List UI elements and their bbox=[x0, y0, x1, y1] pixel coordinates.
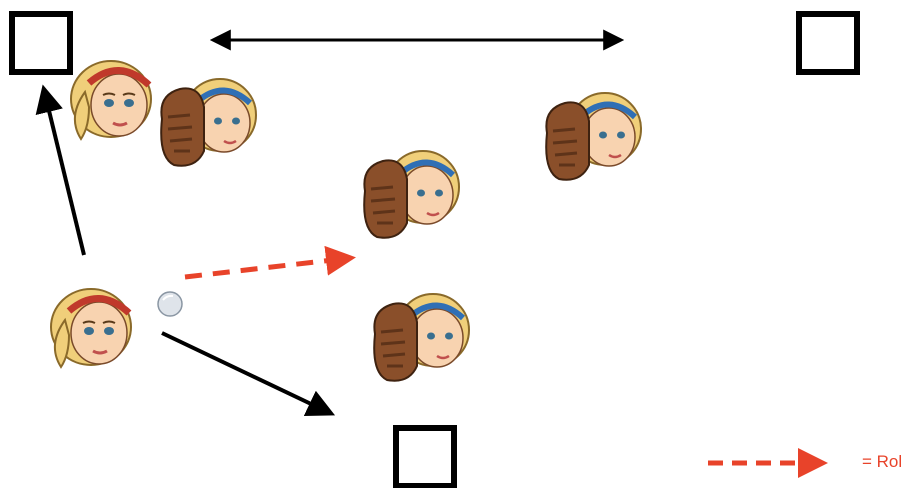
fielder-bottom bbox=[373, 293, 470, 382]
roller-player-bottom-left bbox=[50, 288, 132, 369]
base-top-right bbox=[796, 11, 860, 75]
fielder-middle bbox=[363, 150, 460, 239]
ball-shine bbox=[162, 294, 174, 301]
fielder-top-right bbox=[545, 92, 642, 181]
roll-arrow bbox=[184, 245, 356, 280]
arrow-to-bottom-base bbox=[161, 331, 336, 417]
fielder-top-left bbox=[160, 78, 257, 167]
legend-roll-label: = Rol bbox=[862, 452, 903, 471]
base-bottom-center bbox=[393, 425, 457, 488]
arrow-to-top-left-base bbox=[35, 84, 86, 256]
runner-player-top-left bbox=[70, 60, 152, 141]
base-top-left bbox=[9, 11, 73, 75]
